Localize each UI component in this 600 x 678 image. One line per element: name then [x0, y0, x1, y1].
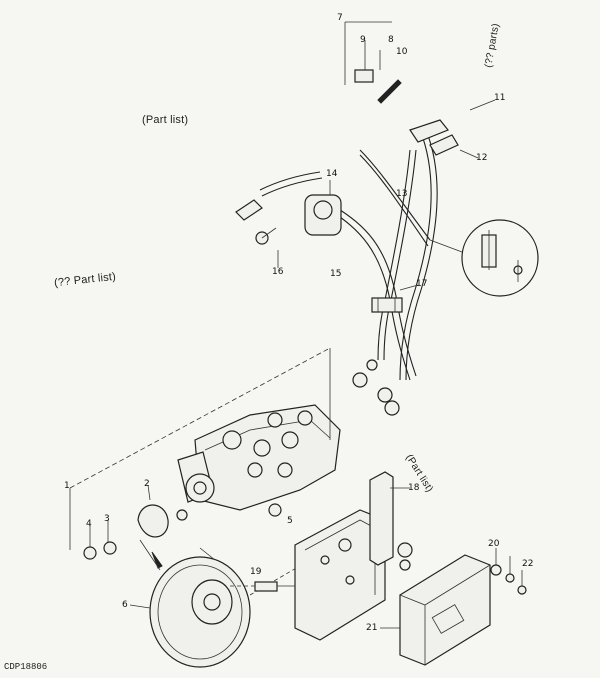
callout-8: 8 [388, 35, 394, 45]
callout-21: 21 [366, 623, 378, 633]
callout-2: 2 [144, 479, 150, 489]
callout-3: 3 [104, 514, 110, 524]
mounting-bracket [230, 471, 413, 641]
controller-module [380, 548, 527, 666]
callout-15: 15 [330, 269, 342, 279]
callout-11: 11 [494, 93, 506, 103]
callout-12: 12 [476, 153, 488, 163]
callout-20: 20 [488, 539, 500, 549]
callout-16: 16 [272, 267, 284, 277]
callout-10: 10 [396, 47, 408, 57]
callout-14: 14 [326, 169, 338, 179]
injection-lines-assembly [235, 21, 496, 416]
callout-17: 17 [416, 279, 428, 289]
callout-6: 6 [122, 600, 128, 610]
callout-13: 13 [396, 189, 408, 199]
injection-pump [69, 347, 341, 550]
callout-9: 9 [360, 35, 366, 45]
drive-gear [129, 547, 311, 668]
callout-18: 18 [408, 483, 420, 493]
detail-view-circle [429, 219, 539, 297]
gasket-hardware [83, 484, 169, 571]
annotation-part-list-upper: (Part list) [142, 114, 189, 126]
callout-19: 19 [250, 567, 262, 577]
callout-1: 1 [64, 481, 70, 491]
callout-4: 4 [86, 519, 92, 529]
drawing-reference: CDP18806 [4, 662, 48, 672]
callout-22: 22 [522, 559, 534, 569]
callout-7: 7 [337, 13, 343, 23]
callout-5: 5 [287, 516, 293, 526]
